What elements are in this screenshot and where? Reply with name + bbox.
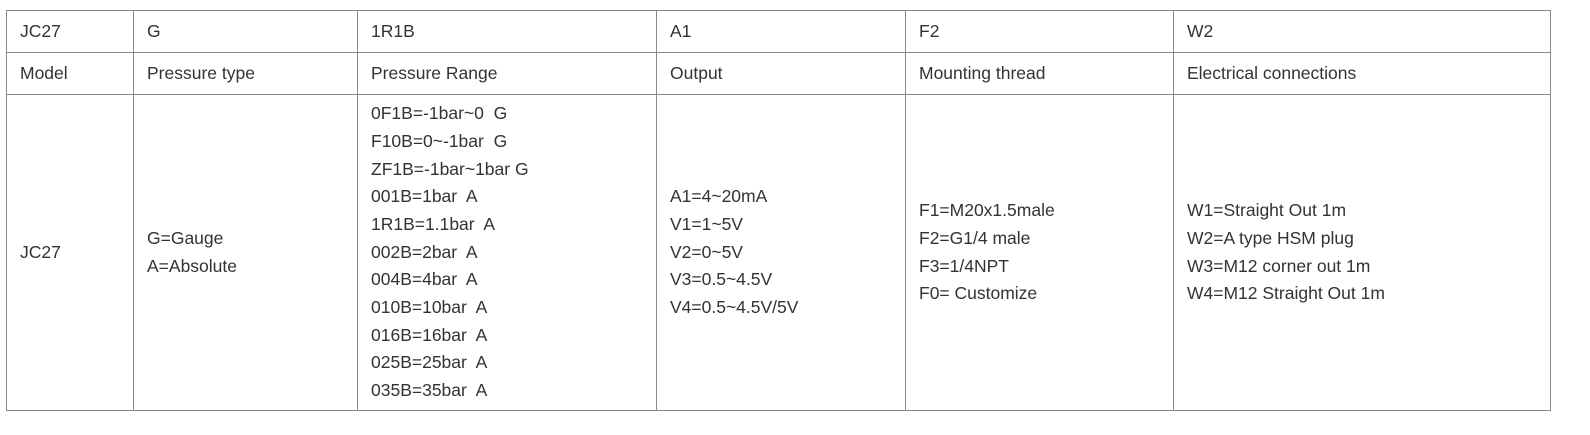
option-line: F3=1/4NPT	[919, 255, 1009, 276]
option-line: F1=M20x1.5male	[919, 200, 1055, 221]
code-cell-pressure-range: 1R1B	[357, 10, 657, 53]
option-line: V2=0~5V	[670, 241, 743, 262]
option-line: F10B=0~-1bar G	[371, 130, 508, 151]
header-model: Model	[6, 52, 134, 95]
spec-table-container: JC27 G 1R1B A1 F2 W2 Model Pressure type…	[6, 10, 1551, 411]
code-cell-output: A1	[656, 10, 906, 53]
header-pressure-type: Pressure type	[133, 52, 358, 95]
option-line: 010B=10bar A	[371, 297, 488, 318]
option-line: F0= Customize	[919, 283, 1038, 304]
code-cell-mounting-thread: F2	[905, 10, 1174, 53]
header-output: Output	[656, 52, 906, 95]
option-line: 002B=2bar A	[371, 241, 478, 262]
option-line: ZF1B=-1bar~1bar G	[371, 158, 529, 179]
option-line: JC27	[20, 241, 61, 262]
option-line: 1R1B=1.1bar A	[371, 213, 496, 234]
option-line: W4=M12 Straight Out 1m	[1187, 283, 1385, 304]
options-pressure-range: 0F1B=-1bar~0 G F10B=0~-1bar G ZF1B=-1bar~1…	[357, 94, 657, 411]
options-model: JC27	[6, 94, 134, 411]
option-line: F2=G1/4 male	[919, 227, 1031, 248]
option-line: W2=A type HSM plug	[1187, 227, 1354, 248]
option-line: V1=1~5V	[670, 213, 743, 234]
option-line: W1=Straight Out 1m	[1187, 200, 1347, 221]
code-row: JC27 G 1R1B A1 F2 W2	[6, 10, 1551, 53]
model-selection-table: JC27 G 1R1B A1 F2 W2 Model Pressure type…	[6, 10, 1551, 411]
header-mounting-thread: Mounting thread	[905, 52, 1174, 95]
code-cell-pressure-type: G	[133, 10, 358, 53]
header-pressure-range: Pressure Range	[357, 52, 657, 95]
option-line: V3=0.5~4.5V	[670, 269, 773, 290]
option-line: G=Gauge	[147, 227, 224, 248]
option-line: A1=4~20mA	[670, 186, 768, 207]
option-line: 016B=16bar A	[371, 324, 488, 345]
option-line: 0F1B=-1bar~0 G	[371, 103, 508, 124]
option-line: W3=M12 corner out 1m	[1187, 255, 1371, 276]
option-line: 004B=4bar A	[371, 269, 478, 290]
option-line: V4=0.5~4.5V/5V	[670, 297, 799, 318]
option-line: A=Absolute	[147, 255, 237, 276]
code-cell-model: JC27	[6, 10, 134, 53]
options-output: A1=4~20mA V1=1~5V V2=0~5V V3=0.5~4.5V V4=0.5…	[656, 94, 906, 411]
option-line: 035B=35bar A	[371, 380, 488, 401]
option-line: 001B=1bar A	[371, 186, 478, 207]
option-line: 025B=25bar A	[371, 352, 488, 373]
code-cell-electrical: W2	[1173, 10, 1551, 53]
header-row: Model Pressure type Pressure Range Outpu…	[6, 52, 1551, 95]
header-electrical-connections: Electrical connections	[1173, 52, 1551, 95]
